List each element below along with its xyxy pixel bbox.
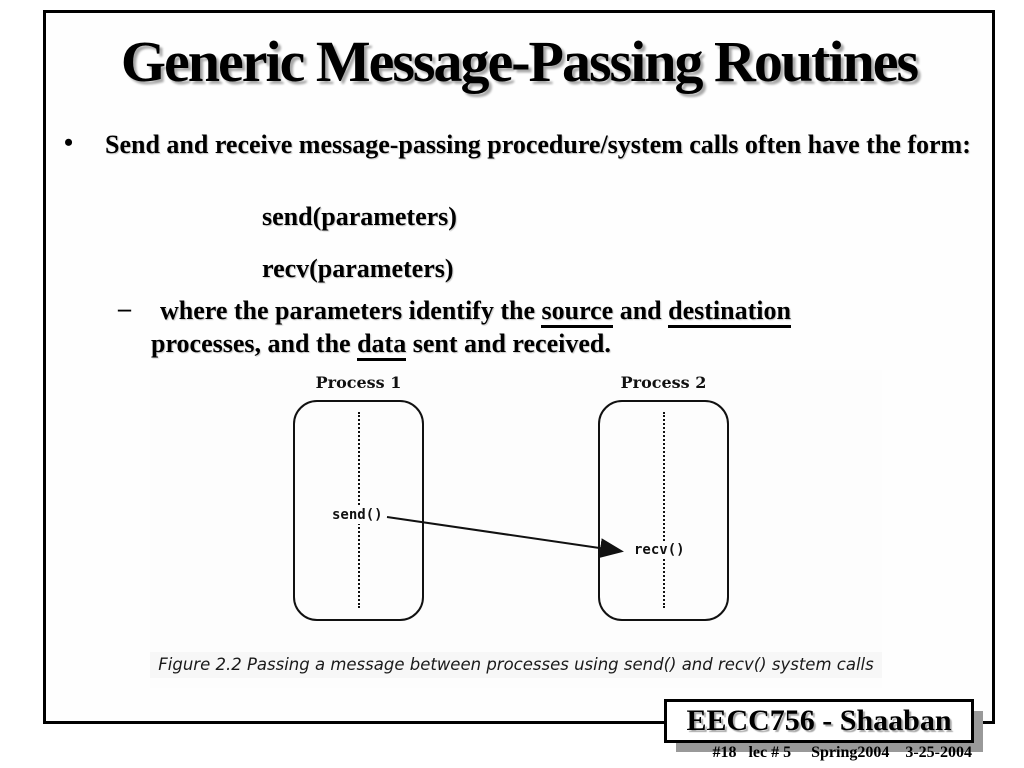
message-passing-diagram: Process 1 Process 2 send() recv() Figure…	[150, 370, 882, 688]
process2-timeline	[663, 412, 665, 608]
process2-label: Process 2	[620, 373, 707, 392]
send-label: send()	[329, 506, 386, 524]
process2-box	[598, 400, 729, 621]
slide-footnote: #18 lec # 5 Spring2004 3-25-2004	[712, 744, 972, 761]
bullet-icon: •	[64, 128, 74, 157]
course-badge: EECC756 - Shaaban	[664, 699, 974, 743]
recv-call-text: recv(parameters)	[262, 254, 454, 283]
slide-title: Generic Message-Passing Routines	[120, 29, 919, 94]
message-arrow-icon	[386, 516, 624, 559]
underlined-data: data	[357, 329, 407, 361]
sub-bullet-part: sent and received.	[406, 329, 611, 358]
process1-label: Process 1	[315, 373, 402, 392]
sub-bullet-part: and	[613, 296, 669, 325]
sub-bullet-part: processes, and the	[151, 329, 358, 358]
bullet-text: Send and receive message-passing procedu…	[105, 130, 971, 159]
underlined-destination: destination	[668, 296, 791, 328]
dash-bullet-icon: –	[118, 294, 131, 323]
send-call-text: send(parameters)	[262, 202, 457, 231]
figure-caption: Figure 2.2 Passing a message between pro…	[150, 652, 882, 678]
process1-box	[293, 400, 424, 621]
recv-label: recv()	[631, 541, 688, 559]
sub-bullet-text: where the parameters identify the source…	[151, 294, 859, 361]
underlined-source: source	[541, 296, 614, 328]
sub-bullet-part: where the parameters identify the	[160, 296, 542, 325]
